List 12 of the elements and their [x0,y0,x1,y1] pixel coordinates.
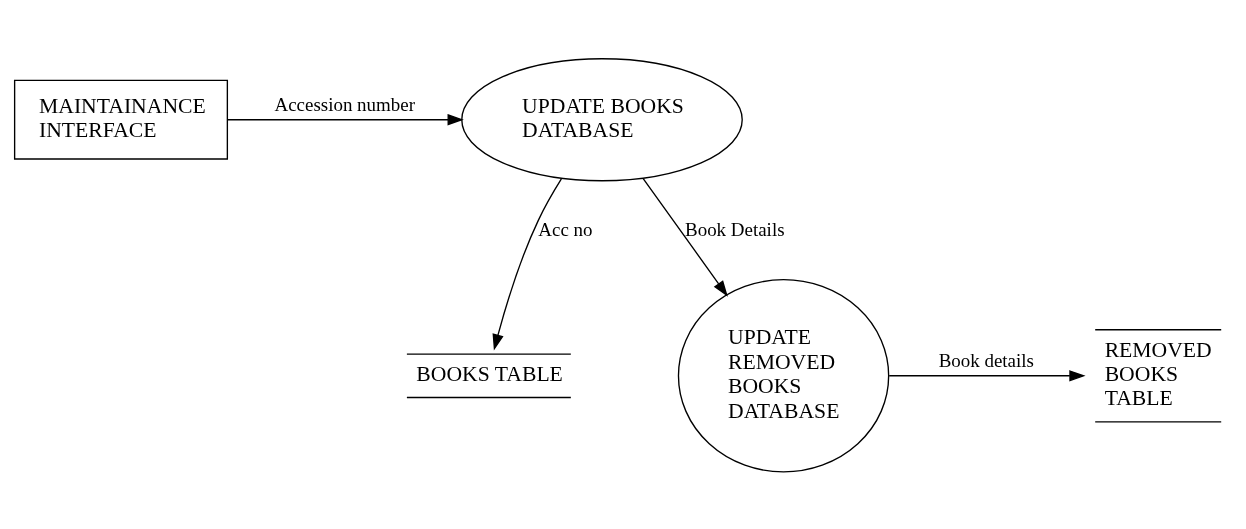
arrow [888,369,1086,381]
edge-label: Acc no [538,218,593,240]
arrow [642,177,728,297]
arrow [227,113,464,125]
edge-label: Book Details [685,218,785,240]
edge-label: Book details [938,349,1034,371]
node-text: REMOVED BOOKS TABLE [1104,337,1212,410]
edge-label: Accession number [274,93,415,115]
node-ellipse: UPDATE BOOKS DATABASE [461,57,743,181]
node-box: MAINTAINANCE INTERFACE [13,79,229,160]
arrow [492,177,563,351]
node-text: BOOKS TABLE [416,361,563,386]
